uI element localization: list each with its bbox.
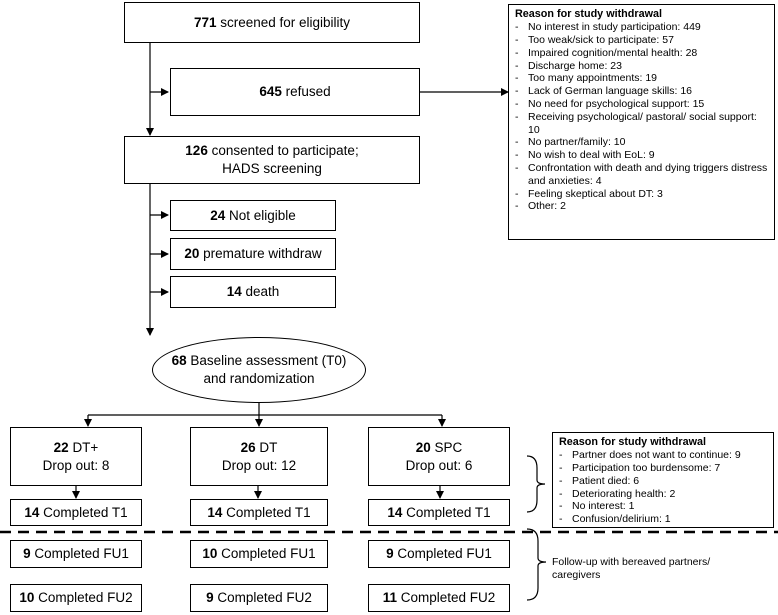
screened-label: screened for eligibility — [220, 14, 351, 30]
arm-dt-dropout: Drop out: 12 — [221, 457, 297, 473]
arm-dtplus-t1-count: 14 — [24, 504, 40, 520]
arm-dtplus-box: 22 DT+ Drop out: 8 — [10, 427, 142, 486]
arm-dt-t1: 14 Completed T1 — [190, 499, 328, 526]
death-box: 14 death — [170, 276, 336, 308]
followup-note-line2: caregivers — [552, 569, 601, 582]
death-count: 14 — [226, 284, 242, 300]
arm-dt-fu1-count: 10 — [202, 546, 218, 562]
reasons-arm-box: Reason for study withdrawal Partner does… — [552, 432, 774, 528]
arm-dtplus-t1: 14 Completed T1 — [10, 499, 142, 526]
arm-dtplus-label: DT+ — [72, 439, 99, 455]
premature-count: 20 — [184, 246, 200, 262]
reason-item: No interest: 1 — [559, 500, 767, 513]
baseline-ellipse: 68 Baseline assessment (T0) and randomiza… — [152, 337, 366, 403]
arm-spc-t1: 14 Completed T1 — [368, 499, 510, 526]
reason-item: No interest in study participation: 449 — [515, 21, 768, 34]
refused-label: refused — [285, 84, 331, 100]
arm-dt-fu2-count: 9 — [206, 590, 214, 606]
premature-label: premature withdraw — [203, 246, 322, 262]
reasons-arm-title: Reason for study withdrawal — [559, 436, 706, 448]
reasons-top-title: Reason for study withdrawal — [515, 8, 662, 20]
death-label: death — [245, 284, 280, 300]
reason-item: Receiving psychological/ pastoral/ socia… — [515, 111, 768, 137]
arm-spc-dropout: Drop out: 6 — [405, 457, 473, 473]
reason-item: No partner/family: 10 — [515, 136, 768, 149]
arm-reasons-bracket — [526, 455, 546, 513]
consented-count: 126 — [185, 143, 208, 159]
baseline-line2: and randomization — [203, 371, 315, 386]
not-eligible-label: Not eligible — [229, 207, 296, 223]
screened-box: 771 screened for eligibility — [124, 2, 420, 43]
arm-spc-fu2-count: 11 — [382, 590, 397, 606]
not-eligible-box: 24 Not eligible — [170, 200, 336, 231]
followup-note-line1: Follow-up with bereaved partners/ — [552, 556, 711, 568]
arm-dtplus-fu1: 9 Completed FU1 — [10, 540, 142, 568]
arm-spc-box: 20 SPC Drop out: 6 — [368, 427, 510, 486]
arm-spc-label: SPC — [434, 439, 463, 455]
arm-dtplus-fu2-label: Completed FU2 — [38, 590, 133, 606]
reason-item: Other: 2 — [515, 200, 768, 213]
reason-item: Feeling skeptical about DT: 3 — [515, 188, 768, 201]
reasons-top-list: No interest in study participation: 449 … — [515, 21, 768, 213]
arm-spc-fu2: 11 Completed FU2 — [368, 584, 510, 612]
arm-dtplus-t1-label: Completed T1 — [43, 504, 128, 520]
arm-dt-label: DT — [259, 439, 278, 455]
consented-line2: HADS screening — [222, 161, 322, 176]
arm-dt-fu2-label: Completed FU2 — [217, 590, 312, 606]
premature-box: 20 premature withdraw — [170, 238, 336, 270]
arm-dtplus-fu2-count: 10 — [19, 590, 35, 606]
arm-spc-fu1-label: Completed FU1 — [397, 546, 492, 562]
reason-item: Confrontation with death and dying trigg… — [515, 162, 768, 188]
reason-item: Too many appointments: 19 — [515, 72, 768, 85]
arm-dt-fu1: 10 Completed FU1 — [190, 540, 328, 568]
consented-box: 126 consented to participate; HADS screen… — [124, 136, 420, 184]
arm-dt-t1-label: Completed T1 — [226, 504, 311, 520]
baseline-count: 68 — [171, 352, 187, 368]
arm-dtplus-fu1-label: Completed FU1 — [34, 546, 129, 562]
reason-item: Discharge home: 23 — [515, 60, 768, 73]
reason-item: Participation too burdensome: 7 — [559, 462, 767, 475]
reason-item: Patient died: 6 — [559, 475, 767, 488]
refused-box: 645 refused — [170, 68, 420, 116]
reason-item: Lack of German language skills: 16 — [515, 85, 768, 98]
arm-dtplus-fu2: 10 Completed FU2 — [10, 584, 142, 612]
reason-item: No need for psychological support: 15 — [515, 98, 768, 111]
reason-item: Too weak/sick to participate: 57 — [515, 34, 768, 47]
reason-item: Impaired cognition/mental health: 28 — [515, 47, 768, 60]
arm-spc-t1-label: Completed T1 — [406, 504, 491, 520]
followup-bracket — [526, 528, 547, 601]
reasons-top-box: Reason for study withdrawal No interest … — [508, 4, 775, 240]
arm-dtplus-count: 22 — [53, 439, 69, 455]
arm-dtplus-dropout: Drop out: 8 — [42, 457, 110, 473]
reason-item: Confusion/delirium: 1 — [559, 513, 767, 526]
not-eligible-count: 24 — [210, 207, 226, 223]
reason-item: No wish to deal with EoL: 9 — [515, 149, 768, 162]
arm-dt-fu1-label: Completed FU1 — [221, 546, 316, 562]
refused-count: 645 — [259, 84, 282, 100]
arm-spc-count: 20 — [415, 439, 431, 455]
screened-count: 771 — [193, 14, 217, 30]
arm-dt-count: 26 — [240, 439, 256, 455]
arm-spc-t1-count: 14 — [387, 504, 403, 520]
arm-dt-fu2: 9 Completed FU2 — [190, 584, 328, 612]
arm-spc-fu2-label: Completed FU2 — [400, 590, 496, 606]
baseline-label: Baseline assessment (T0) — [190, 352, 347, 368]
arm-spc-fu1-count: 9 — [386, 546, 394, 562]
reason-item: Deteriorating health: 2 — [559, 488, 767, 501]
reason-item: Partner does not want to continue: 9 — [559, 449, 767, 462]
reasons-arm-list: Partner does not want to continue: 9 Par… — [559, 449, 767, 526]
arm-dt-t1-count: 14 — [207, 504, 223, 520]
arm-dt-box: 26 DT Drop out: 12 — [190, 427, 328, 486]
arm-dtplus-fu1-count: 9 — [23, 546, 31, 562]
arm-spc-fu1: 9 Completed FU1 — [368, 540, 510, 568]
consented-label: consented to participate; — [211, 143, 359, 159]
followup-note: Follow-up with bereaved partners/ caregi… — [552, 556, 774, 582]
